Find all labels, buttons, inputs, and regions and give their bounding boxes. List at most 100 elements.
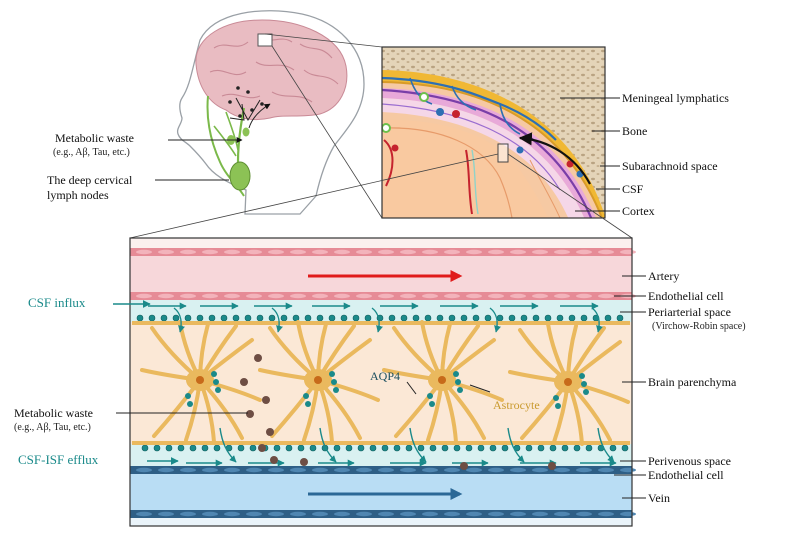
- artery-wall-cell: [422, 249, 438, 255]
- aqp4-channel: [148, 314, 156, 322]
- aqp4-channel: [573, 444, 581, 452]
- vein-wall-cell: [202, 511, 218, 517]
- aqp4-channel: [553, 395, 559, 401]
- aqp4-channel: [305, 401, 311, 407]
- artery-wall-cell: [466, 249, 482, 255]
- head-metabolic-waste-label: Metabolic waste: [55, 131, 134, 145]
- aqp4-channel: [520, 314, 528, 322]
- vein-wall-cell: [466, 467, 482, 473]
- csf-entry-flow: [173, 307, 185, 333]
- csf-entry-flow: [591, 307, 603, 333]
- waste-particle: [246, 410, 254, 418]
- artery-wall-cell: [312, 293, 328, 299]
- aqp4-label: AQP4: [370, 369, 401, 383]
- aqp4-channel: [244, 314, 252, 322]
- artery-wall-cell: [554, 293, 570, 299]
- aqp4-channel: [424, 314, 432, 322]
- aqp4-channel: [316, 314, 324, 322]
- aqp4-channel: [436, 314, 444, 322]
- aqp4-channel: [213, 444, 221, 452]
- glymphatic-panel: [129, 237, 636, 527]
- artery-wall-cell: [378, 293, 394, 299]
- vein-wall-cell: [180, 511, 196, 517]
- artery-wall-cell: [136, 293, 152, 299]
- zoom-line-main-right: [507, 153, 633, 239]
- artery-wall-cell: [598, 249, 614, 255]
- endfoot-layer-bottom: [132, 441, 630, 445]
- virchow-robin-label: (Virchow-Robin space): [652, 321, 746, 332]
- aqp4-channel: [249, 444, 257, 452]
- artery-label: Artery: [648, 269, 680, 283]
- vein-wall-cell: [422, 511, 438, 517]
- artery-wall-cell: [422, 293, 438, 299]
- meningeal-lymphatics-label: Meningeal lymphatics: [622, 91, 729, 105]
- aqp4-channel: [549, 444, 557, 452]
- bone-label: Bone: [622, 124, 648, 138]
- aqp4-channel: [453, 371, 459, 377]
- aqp4-channel: [232, 314, 240, 322]
- waste-particle: [270, 456, 278, 464]
- aqp4-channel: [405, 444, 413, 452]
- csf-entry-flow: [371, 307, 383, 333]
- aqp4-channel: [441, 444, 449, 452]
- cortex-label: Cortex: [622, 204, 655, 218]
- brain-parenchyma-label: Brain parenchyma: [648, 375, 737, 389]
- aqp4-channel: [329, 371, 335, 377]
- aqp4-channel: [429, 401, 435, 407]
- aqp4-channel: [185, 393, 191, 399]
- aqp4-channel: [544, 314, 552, 322]
- aqp4-channel: [196, 314, 204, 322]
- artery-wall-cell: [158, 249, 174, 255]
- aqp4-channel: [352, 314, 360, 322]
- aqp4-channel: [328, 314, 336, 322]
- zoom-line-top: [264, 33, 383, 48]
- artery-wall-cell: [378, 249, 394, 255]
- aqp4-channel: [448, 314, 456, 322]
- vein-wall-cell: [224, 511, 240, 517]
- aqp4-channel: [525, 444, 533, 452]
- vein-wall-cell: [356, 467, 372, 473]
- vein-wall-cell: [620, 467, 636, 473]
- vein-wall-cell: [180, 467, 196, 473]
- aqp4-channel: [256, 314, 264, 322]
- endfoot-layer-top: [132, 321, 630, 325]
- isf-exit-flow: [219, 427, 237, 463]
- artery-wall-cell: [136, 249, 152, 255]
- artery-wall-cell: [224, 293, 240, 299]
- artery-wall-cell: [532, 293, 548, 299]
- artery-wall-cell: [158, 293, 174, 299]
- aqp4-channel: [184, 314, 192, 322]
- vein-wall-cell: [246, 467, 262, 473]
- csf-isf-efflux-label: CSF-ISF efflux: [18, 452, 99, 467]
- csf-influx-label: CSF influx: [28, 295, 86, 310]
- artery-wall-cell: [312, 249, 328, 255]
- waste-particle: [262, 396, 270, 404]
- waste-particle: [300, 458, 308, 466]
- aqp4-channel: [213, 379, 219, 385]
- aqp4-channel: [220, 314, 228, 322]
- artery-wall-cell: [400, 249, 416, 255]
- zoom-line-bottom: [271, 45, 383, 219]
- zoom-line-main-left: [129, 153, 499, 239]
- aqp4-channel: [455, 379, 461, 385]
- vein-wall-cell: [422, 467, 438, 473]
- vein-wall-cell: [488, 511, 504, 517]
- vein-wall-cell: [554, 467, 570, 473]
- aqp4-channel: [189, 444, 197, 452]
- aqp4-channel: [177, 444, 185, 452]
- artery-wall-cell: [488, 293, 504, 299]
- aqp4-channel: [616, 314, 624, 322]
- aqp4-channel: [333, 387, 339, 393]
- vein-wall-cell: [378, 511, 394, 517]
- aqp4-channel: [285, 444, 293, 452]
- vein-wall-cell: [334, 467, 350, 473]
- artery-wall-cell: [356, 249, 372, 255]
- endothelial-cell-top-label: Endothelial cell: [648, 289, 724, 303]
- aqp4-channel: [555, 403, 561, 409]
- astrocyte-nucleus: [564, 378, 572, 386]
- artery-wall-cell: [576, 249, 592, 255]
- vein-wall-cell: [532, 467, 548, 473]
- artery-wall-cell: [532, 249, 548, 255]
- astrocyte: [508, 322, 630, 446]
